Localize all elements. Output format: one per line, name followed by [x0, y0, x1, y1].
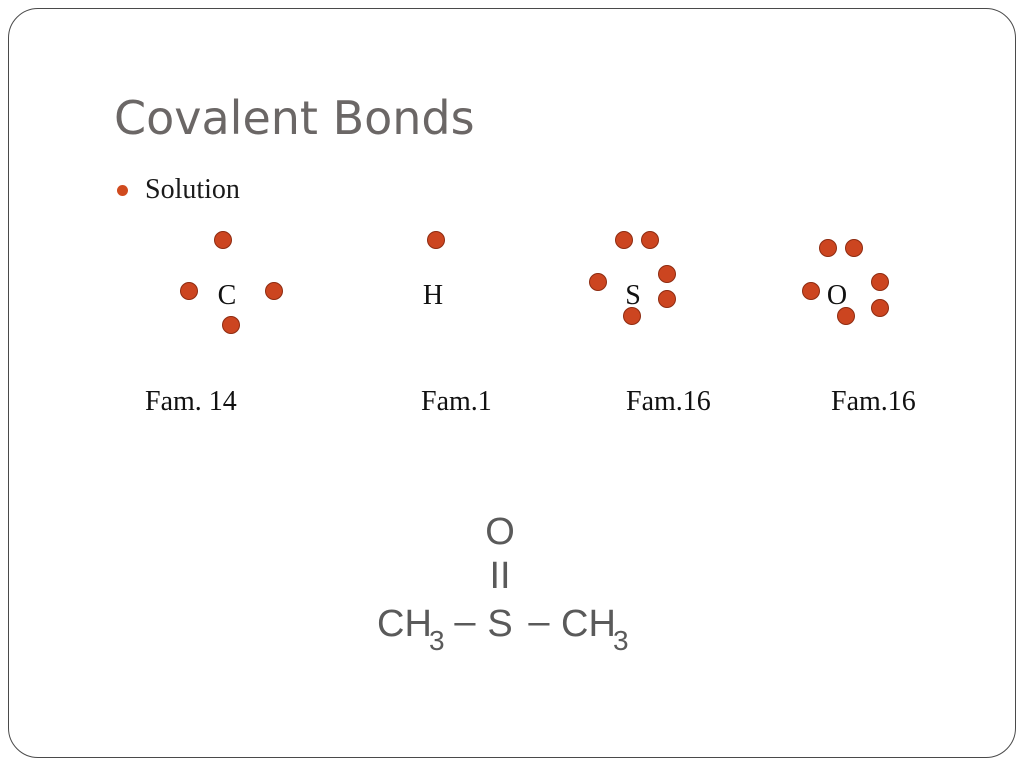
- electron-dot: [265, 282, 283, 300]
- electron-dot: [427, 231, 445, 249]
- electron-dot: [845, 239, 863, 257]
- formula-double-bond: II: [489, 555, 510, 597]
- slide: Covalent Bonds Solution C H S O Fam.: [8, 8, 1016, 758]
- formula-oxygen: O: [485, 511, 515, 553]
- family-label-hydrogen: Fam.1: [421, 386, 492, 417]
- electron-dot: [623, 307, 641, 325]
- family-label-oxygen: Fam.16: [831, 386, 916, 417]
- structural-formula: O II CH 3 – S – CH 3: [329, 504, 689, 674]
- structural-formula-svg: O II CH 3 – S – CH 3: [377, 511, 629, 656]
- electron-dot: [222, 316, 240, 334]
- bullet-text: Solution: [145, 174, 240, 205]
- formula-bond-right: –: [528, 601, 550, 643]
- atom-symbol-hydrogen: H: [422, 280, 444, 311]
- electron-dot: [802, 282, 820, 300]
- electron-dot: [615, 231, 633, 249]
- formula-right-group: CH: [561, 603, 616, 645]
- electron-dot: [871, 299, 889, 317]
- family-label-sulfur: Fam.16: [626, 386, 711, 417]
- electron-dot: [641, 231, 659, 249]
- electron-dot: [871, 273, 889, 291]
- formula-left-subscript: 3: [429, 625, 445, 656]
- bullet-dot-icon: [117, 184, 128, 196]
- family-label-carbon: Fam. 14: [145, 386, 237, 417]
- electron-dot: [658, 290, 676, 308]
- electron-dot: [180, 282, 198, 300]
- bullet-item: Solution: [117, 173, 240, 207]
- formula-sulfur: S: [487, 603, 512, 645]
- formula-bond-left: –: [454, 601, 476, 643]
- atom-symbol-sulfur: S: [625, 280, 641, 311]
- electron-dot: [214, 231, 232, 249]
- atom-symbol-carbon: C: [217, 280, 237, 311]
- atom-symbol-oxygen: O: [826, 280, 848, 311]
- electron-dot: [837, 307, 855, 325]
- slide-title: Covalent Bonds: [114, 91, 475, 145]
- electron-dot: [658, 265, 676, 283]
- electron-dot: [819, 239, 837, 257]
- formula-left-group: CH: [377, 603, 432, 645]
- electron-dot: [589, 273, 607, 291]
- formula-right-subscript: 3: [613, 625, 629, 656]
